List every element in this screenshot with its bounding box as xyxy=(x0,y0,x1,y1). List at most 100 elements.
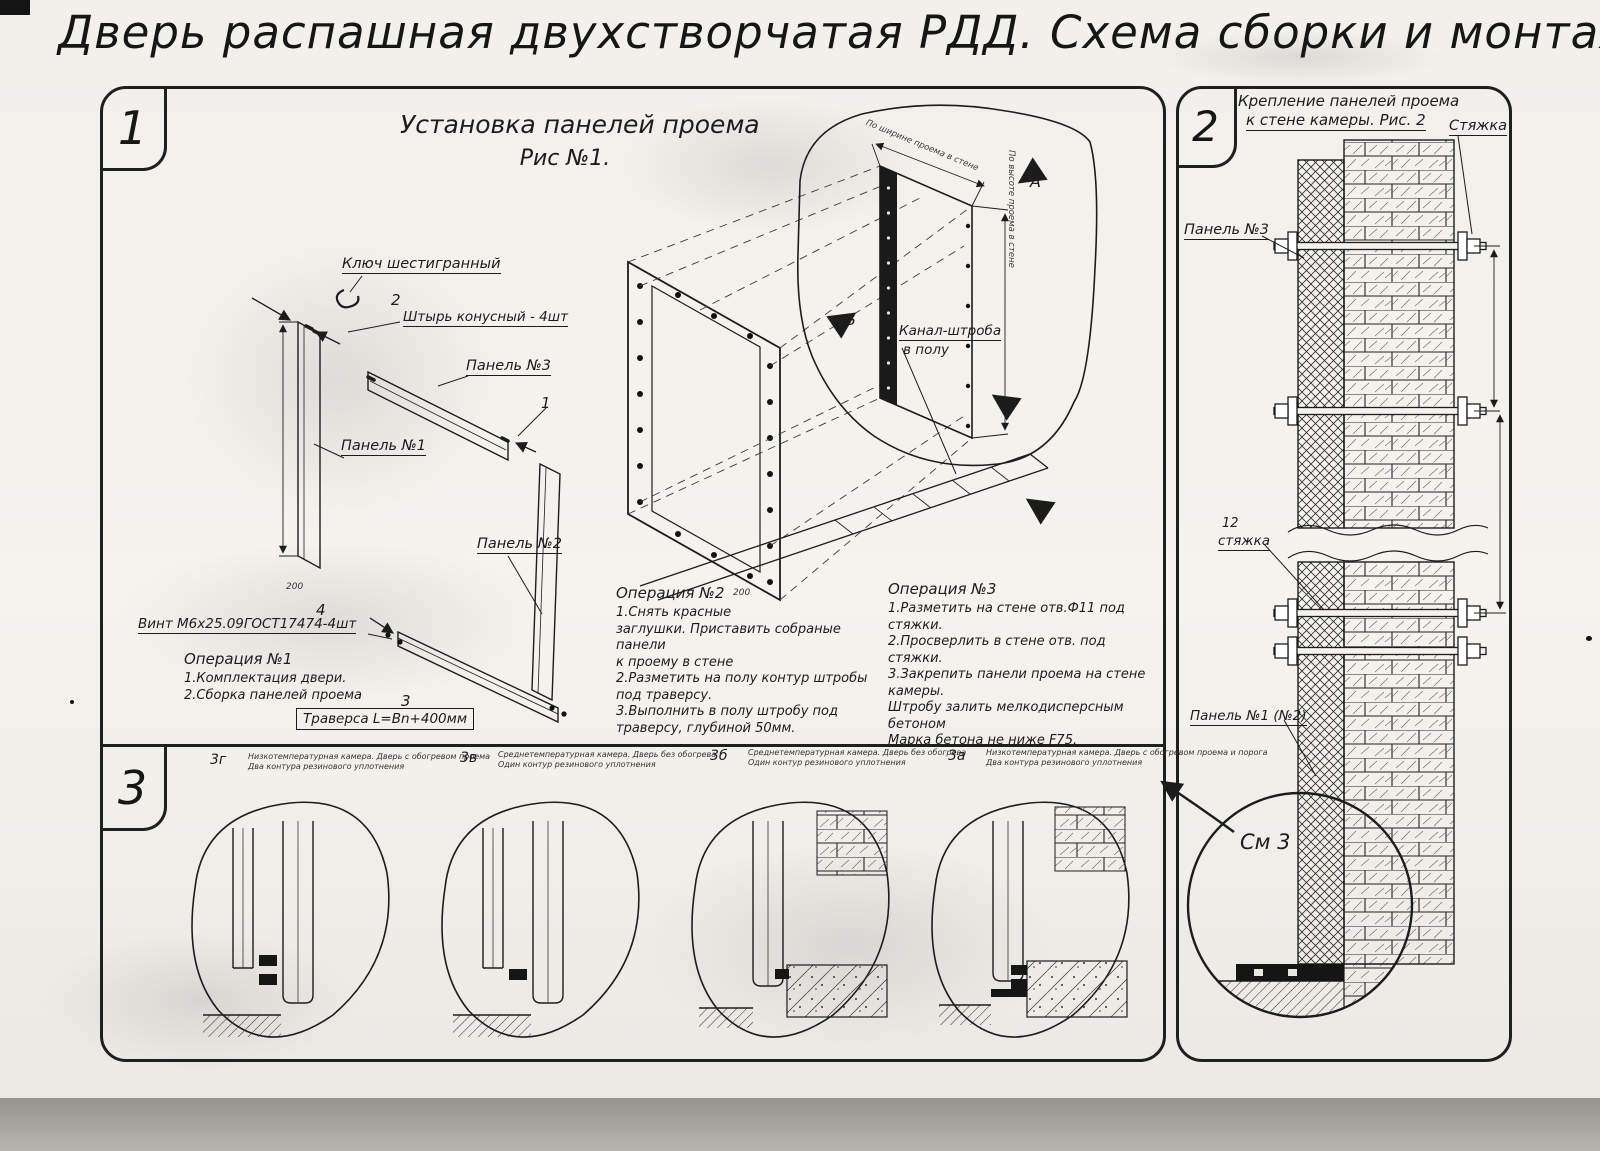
label-pin: Штырь конусный - 4шт xyxy=(403,309,568,327)
op1-title: Операция №1 xyxy=(184,650,293,668)
op3-line: стяжки. xyxy=(888,650,943,666)
detail-id-3a: 3а xyxy=(948,748,966,764)
label-panel3: Панель №3 xyxy=(466,358,551,376)
label-panel1-section: Панель №1 (№2) xyxy=(1190,708,1307,726)
caption-line: Два контура резинового уплотнения xyxy=(248,761,405,771)
panel2-frame xyxy=(1176,86,1512,1062)
label-panel1: Панель №1 xyxy=(341,438,426,456)
panel1-panel3-divider xyxy=(102,744,1164,747)
detail-caption-3b: Среднетемпературная камера. Дверь без об… xyxy=(748,748,966,767)
label-panel2: Панель №2 xyxy=(477,536,562,554)
fig1-subtitle: Рис №1. xyxy=(519,146,611,171)
op2-line: 3.Выполнить в полу штробу под xyxy=(616,704,839,719)
scan-speck xyxy=(70,700,74,704)
caption-line: Два контура резинового уплотнения xyxy=(986,757,1143,767)
operation-3-block: Операция №3 1.Разметить на стене отв.Ф11… xyxy=(888,580,1178,750)
caption-line: Один контур резинового уплотнения xyxy=(498,759,656,769)
callout-4: 4 xyxy=(316,601,326,619)
op3-title: Операция №3 xyxy=(888,580,997,598)
scan-bottom-band xyxy=(0,1098,1600,1151)
caption-line: Среднетемпературная камера. Дверь без об… xyxy=(748,748,967,757)
scan-speck xyxy=(0,0,30,15)
callout-3: 3 xyxy=(401,692,411,710)
op3-line: Марка бетона не ниже F75. xyxy=(888,733,1078,748)
threshold-mark xyxy=(1288,969,1297,976)
operation-1-block: Операция №1 1.Комплектация двери. 2.Сбор… xyxy=(184,650,414,704)
detail-id-3b: 3б xyxy=(710,748,728,764)
insulation-panels xyxy=(1297,159,1345,965)
detail-3b xyxy=(691,801,890,1038)
detail-arrow xyxy=(1160,780,1235,833)
panel1-number-box: 1 xyxy=(101,87,167,171)
dim-200-b: 200 xyxy=(733,588,751,598)
op2-title: Операция №2 xyxy=(616,584,725,602)
threshold-mark xyxy=(1254,969,1263,976)
callout-2: 2 xyxy=(391,291,401,309)
fig1-title: Установка панелей проема xyxy=(400,110,760,139)
detail-3v xyxy=(441,801,640,1038)
label-tie: Стяжка xyxy=(1449,118,1507,136)
detail-id-3g: 3г xyxy=(210,752,227,768)
section-mark-a-bottom: А xyxy=(1037,498,1048,517)
detail-caption-3g: Низкотемпературная камера. Дверь с обогр… xyxy=(248,752,490,771)
panel3-number-box: 3 xyxy=(101,747,167,831)
panel3-number: 3 xyxy=(117,760,148,815)
panel1-drawing xyxy=(251,104,1098,724)
op3-line: 2.Просверлить в стене отв. под xyxy=(888,634,1106,649)
op2-line: 2.Разметить на полу контур штробы xyxy=(616,671,868,686)
detail-caption-3v: Среднетемпературная камера. Дверь без об… xyxy=(498,750,716,769)
op1-line: 2.Сборка панелей проема xyxy=(184,687,362,703)
exploded-view xyxy=(251,275,567,724)
label-channel-line1: Канал-штроба xyxy=(899,323,1002,341)
sheet-title: Дверь распашная двухстворчатая РДД. Схем… xyxy=(58,6,1600,59)
detail-caption-3a: Низкотемпературная камера. Дверь с обогр… xyxy=(986,748,1268,767)
label-traverse: Траверса L=Bn+400мм xyxy=(296,708,475,730)
op1-line: 1.Комплектация двери. xyxy=(184,671,347,686)
panel2-drawing xyxy=(1160,135,1506,1019)
section-mark-a-top: А xyxy=(1030,172,1041,191)
dim-lines xyxy=(1474,245,1506,614)
op2-line: под траверсу. xyxy=(616,687,713,703)
caption-line: Низкотемпературная камера. Дверь с обогр… xyxy=(986,748,1268,757)
fig2-title-line2: к стене камеры. Рис. 2 xyxy=(1246,111,1426,131)
panel1-frame xyxy=(100,86,1166,1062)
break-lines xyxy=(1287,524,1489,562)
dim-label-height: По высоте проема в стене xyxy=(1006,150,1016,268)
op3-line: стяжки. xyxy=(888,617,943,633)
op2-line: к проему в стене xyxy=(616,654,734,670)
caption-line: Один контур резинового уплотнения xyxy=(748,757,906,767)
fig2-title-line1: Крепление панелей проема xyxy=(1238,92,1460,110)
callout-1: 1 xyxy=(541,394,551,412)
label-tie-number: 12 xyxy=(1222,516,1239,531)
detail-3a xyxy=(931,801,1130,1038)
op3-line: 1.Разметить на стене отв.Ф11 под xyxy=(888,601,1125,616)
section-mark-b-right: Б xyxy=(1006,394,1017,413)
panel2-leaders xyxy=(1261,135,1473,777)
operation-2-block: Операция №2 1.Снять красные заглушки. Пр… xyxy=(616,584,878,737)
op3-line: 3.Закрепить панели проема на стене камер… xyxy=(888,667,1146,699)
detail-id-3v: 3в xyxy=(460,750,478,766)
op3-line: Штробу залить мелкодисперсным бетоном xyxy=(888,700,1124,732)
caption-line: Среднетемпературная камера. Дверь без об… xyxy=(498,750,717,759)
label-see-detail-3: См 3 xyxy=(1240,830,1291,854)
panel2-number: 2 xyxy=(1192,102,1219,151)
dim-200-a: 200 xyxy=(286,582,304,592)
tie-rods xyxy=(1273,231,1487,666)
op2-line: траверсу, глубиной 50мм. xyxy=(616,720,796,736)
label-panel3-section: Панель №3 xyxy=(1184,222,1269,240)
panel3-drawing xyxy=(191,801,1130,1038)
op2-line: 1.Снять красные xyxy=(616,605,732,620)
op2-line: заглушки. Приставить собраные панели xyxy=(616,621,841,654)
detail-circle xyxy=(1186,791,1414,1019)
panel2-number-box: 2 xyxy=(1177,88,1237,168)
assembled-frame xyxy=(627,260,781,602)
scan-speck xyxy=(1586,636,1592,641)
label-tie-word: стяжка xyxy=(1218,533,1270,551)
label-hex-key: Ключ шестигранный xyxy=(342,256,501,274)
detail-3g xyxy=(191,801,390,1038)
wall-section xyxy=(796,104,1098,525)
section-mark-b-left: Б xyxy=(845,310,856,329)
brick-wall xyxy=(1343,139,1455,965)
label-channel-line2: в полу xyxy=(903,342,949,358)
